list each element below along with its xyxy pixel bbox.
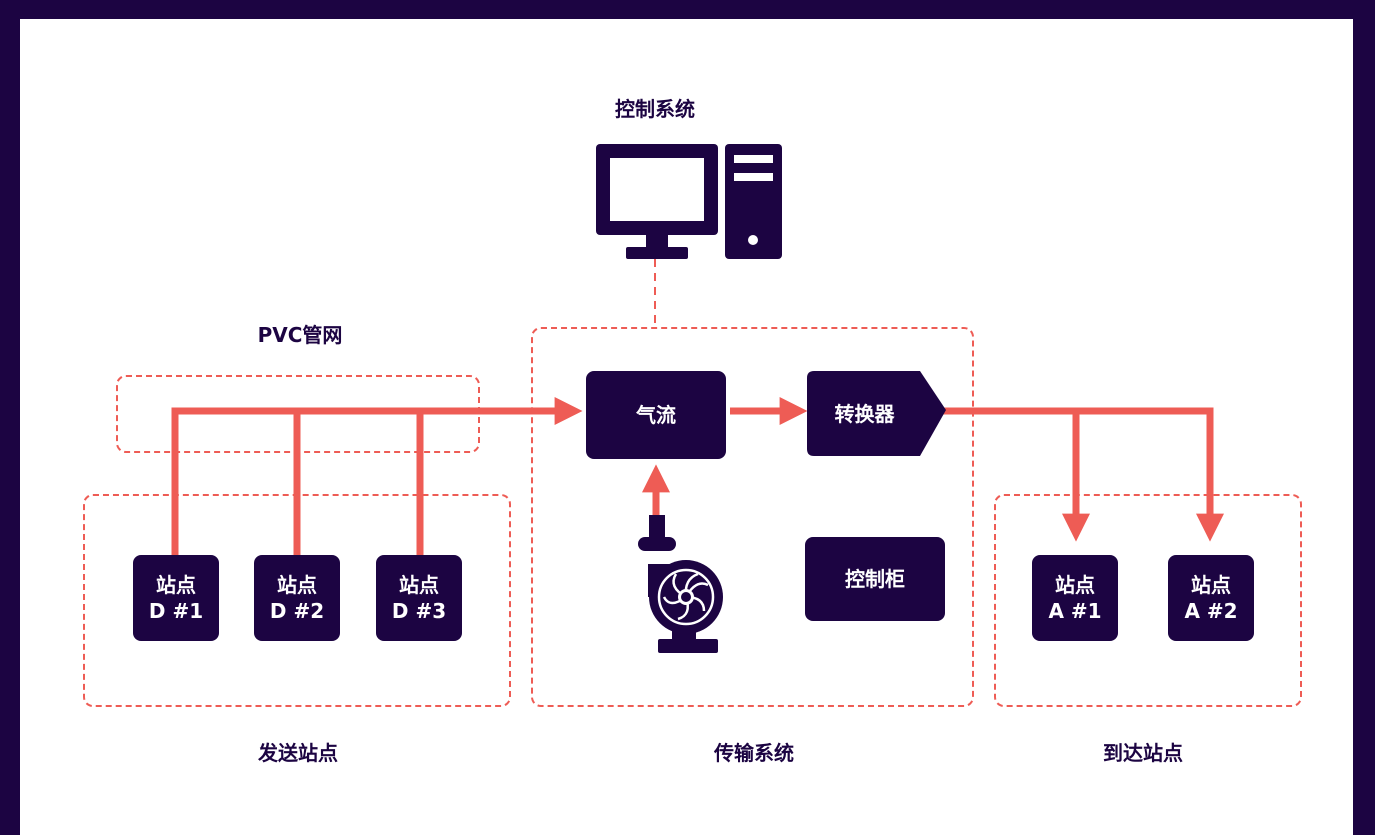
send-station-d2: 站点 D #2: [254, 555, 340, 641]
control-cabinet-label: 控制柜: [845, 567, 905, 591]
send-station-d1-line2: D #1: [148, 599, 204, 623]
arrival-station-a1: 站点 A #1: [1032, 555, 1118, 641]
flow-layer: [171, 144, 1224, 653]
pvc-network-label: PVC管网: [257, 323, 343, 347]
send-station-d3-line2: D #3: [391, 599, 447, 623]
transmission-system-zone: [531, 327, 974, 707]
send-station-d3: 站点 D #3: [376, 555, 462, 641]
control-system-label: 控制系统: [615, 97, 695, 121]
arrival-stations-zone: [994, 494, 1302, 707]
send-stations-label: 发送站点: [258, 741, 338, 765]
arrival-distribution: [936, 407, 1214, 528]
arrival-station-a2: 站点 A #2: [1168, 555, 1254, 641]
converter-box: [807, 371, 946, 456]
send-station-d3-line1: 站点: [399, 573, 439, 597]
converter-label: 转换器: [834, 401, 895, 426]
send-stations-zone: [83, 494, 511, 707]
arrival-station-a2-line1: 站点: [1191, 573, 1231, 597]
transmission-system-label: 传输系统: [714, 741, 794, 765]
arrival-station-a1-line1: 站点: [1055, 573, 1095, 597]
pvc-manifold: [171, 407, 569, 560]
air-blower-pump-icon: [638, 515, 723, 653]
airflow-box: 气流: [586, 371, 726, 459]
desktop-computer-icon: [596, 144, 782, 259]
converter-label-box: 转换器: [807, 371, 922, 456]
arrival-stations-label: 到达站点: [1103, 741, 1183, 765]
pvc-network-zone: [116, 375, 480, 453]
control-cabinet-box: 控制柜: [805, 537, 945, 621]
send-station-d2-line1: 站点: [277, 573, 317, 597]
diagram-canvas: 控制系统 PVC管网 发送站点 传输系统 到达站点 气流 转换器 控制柜 站点 …: [20, 19, 1353, 835]
arrival-station-a1-line2: A #1: [1048, 599, 1102, 623]
send-station-d2-line2: D #2: [269, 599, 325, 623]
arrival-station-a2-line2: A #2: [1184, 599, 1238, 623]
send-station-d1-line1: 站点: [156, 573, 196, 597]
airflow-label: 气流: [636, 403, 676, 427]
send-station-d1: 站点 D #1: [133, 555, 219, 641]
